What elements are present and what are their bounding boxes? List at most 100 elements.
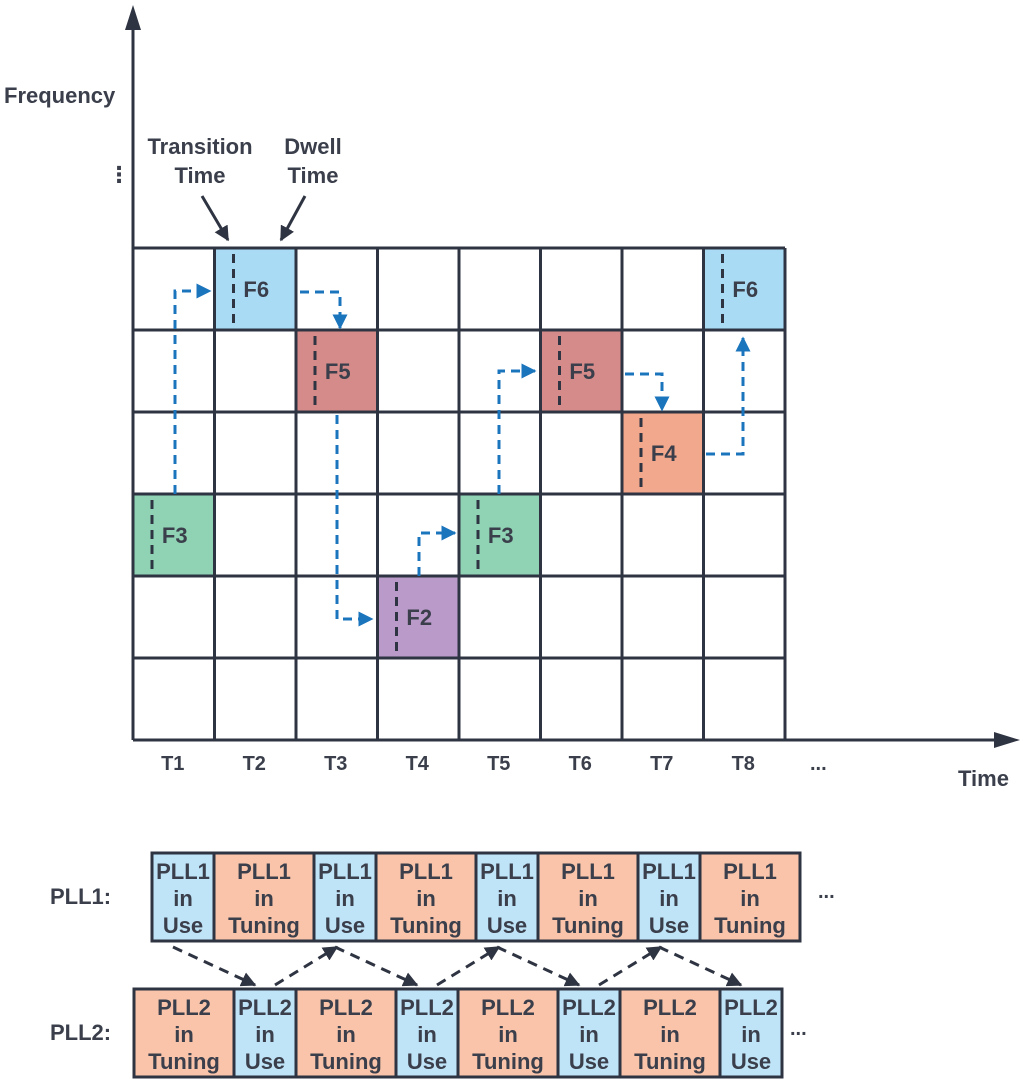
pll-block-text: Use xyxy=(731,1049,771,1074)
pll-block-text: PLL1 xyxy=(318,859,372,884)
pll-block-text: in xyxy=(254,886,274,911)
hop-cell-f5-t3: F5 xyxy=(296,330,378,412)
pll-block-box xyxy=(718,987,784,1079)
pll-block-text: Tuning xyxy=(228,913,300,938)
transition-label-line1: Transition xyxy=(147,134,252,159)
pll-block-text: PLL2 xyxy=(157,995,211,1020)
pll-block-text: PLL1 xyxy=(723,859,777,884)
hop-arrow-f5-to-f2 xyxy=(335,415,374,627)
hop-frequency-label: F5 xyxy=(325,359,351,384)
hop-arrow-f3-to-f5 xyxy=(497,363,537,494)
handoff-arrow-pll2-to-pll1 xyxy=(274,945,339,987)
pll-block-text: in xyxy=(579,1022,599,1047)
pll-block-text: PLL1 xyxy=(480,859,534,884)
transition-label-line2: Time xyxy=(175,163,226,188)
pll-block-box xyxy=(232,987,298,1079)
time-tick-label: T6 xyxy=(569,753,592,775)
hop-frequency-label: F3 xyxy=(162,523,188,548)
y-axis-label: Frequency xyxy=(4,83,116,108)
pll-block-text: PLL2 xyxy=(481,995,535,1020)
pll1-row: PLL1inUsePLL1inTuningPLL1inUsePLL1inTuni… xyxy=(150,851,802,943)
hop-cell-fill xyxy=(214,248,296,330)
pll-block-text: PLL1 xyxy=(156,859,210,884)
pll-block-text: Tuning xyxy=(714,913,786,938)
pll-block-box xyxy=(374,851,478,943)
pll-block-text: Tuning xyxy=(552,913,624,938)
pll-block-text: in xyxy=(740,886,760,911)
pll-block-text: in xyxy=(659,886,679,911)
hop-frequency-label: F3 xyxy=(488,523,514,548)
pll-block-text: Use xyxy=(163,913,203,938)
time-tick-label: T5 xyxy=(487,753,510,775)
pll-block-text: in xyxy=(416,886,436,911)
pll-block-text: in xyxy=(255,1022,275,1047)
y-axis-arrowhead xyxy=(125,5,141,30)
pll-block-text: Tuning xyxy=(148,1049,220,1074)
pll-block-box xyxy=(536,851,640,943)
pll-block-text: in xyxy=(335,886,355,911)
hop-frequency-label: F2 xyxy=(406,605,432,630)
pll-block-text: in xyxy=(498,1022,518,1047)
hop-cell-fill xyxy=(296,330,378,412)
pll-block-text: PLL2 xyxy=(562,995,616,1020)
hop-cell-f5-t6: F5 xyxy=(540,330,622,412)
hop-cell-fill xyxy=(377,576,459,658)
pll2-row: PLL2inTuningPLL2inUsePLL2inTuningPLL2inU… xyxy=(132,987,784,1079)
time-tick-label: T2 xyxy=(243,753,266,775)
pll-block-text: PLL2 xyxy=(643,995,697,1020)
time-tick-label: T1 xyxy=(161,753,184,775)
pll-block-text: Tuning xyxy=(472,1049,544,1074)
pll-block-text: Use xyxy=(569,1049,609,1074)
handoff-arrow-pll1-to-pll2 xyxy=(658,945,743,987)
y-axis-ellipsis: ⋮ xyxy=(108,162,130,187)
pll-block-text: in xyxy=(741,1022,761,1047)
pll-block-box xyxy=(474,851,540,943)
handoff-arrow-pll2-to-pll1 xyxy=(598,945,663,987)
pll-block-box xyxy=(312,851,378,943)
pll-block-box xyxy=(150,851,216,943)
pll-block-text: PLL1 xyxy=(561,859,615,884)
hop-frequency-label: F5 xyxy=(569,359,595,384)
pll-block-text: in xyxy=(660,1022,680,1047)
hop-frequency-label: F6 xyxy=(243,277,269,302)
pll-block-text: Tuning xyxy=(634,1049,706,1074)
pll-block-text: in xyxy=(174,1022,194,1047)
dwell-label-line1: Dwell xyxy=(284,134,341,159)
time-tick-label: T3 xyxy=(324,753,347,775)
time-tick-label: T4 xyxy=(406,753,430,775)
pll-block-text: PLL2 xyxy=(319,995,373,1020)
pll-handoff-arrows xyxy=(172,945,743,987)
pll2-ellipsis: ... xyxy=(790,1018,807,1040)
pll-block-text: PLL2 xyxy=(724,995,778,1020)
pll-block-text: Tuning xyxy=(390,913,462,938)
pll-block-box xyxy=(132,987,236,1079)
pll-block-box xyxy=(456,987,560,1079)
pll-block-text: in xyxy=(417,1022,437,1047)
hop-cell-f6-t2: F6 xyxy=(214,248,296,330)
pll2-row-label: PLL2: xyxy=(50,1020,111,1045)
pll-block-text: PLL1 xyxy=(399,859,453,884)
pll-block-text: in xyxy=(173,886,193,911)
pll-block-box xyxy=(636,851,702,943)
axes xyxy=(125,5,1020,748)
pll-block-text: Use xyxy=(325,913,365,938)
time-frequency-grid xyxy=(131,246,787,740)
pll-block-box xyxy=(394,987,460,1079)
hop-cell-fill xyxy=(133,494,215,576)
pll-block-box xyxy=(556,987,622,1079)
